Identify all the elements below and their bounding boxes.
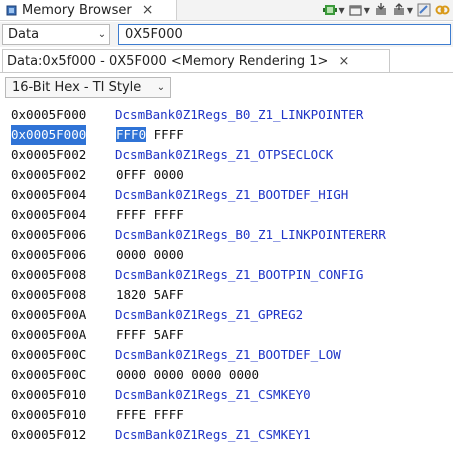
memory-values: FFFF FFFF (116, 205, 184, 225)
memory-cell[interactable]: 0000 (116, 367, 147, 382)
memory-data-row[interactable]: 0x0005F004 FFFF FFFF (0, 205, 453, 225)
row-address: 0x0005F000 (11, 107, 87, 122)
rendering-tab-label: Data:0x5f000 - 0X5F000 <Memory Rendering… (7, 53, 329, 69)
row-address: 0x0005F006 (11, 247, 87, 262)
tab-divider (0, 72, 453, 73)
memory-cell[interactable]: 0000 (228, 367, 260, 382)
memory-values: FFFF 5AFF (116, 325, 184, 345)
memory-data-row[interactable]: 0x0005F00C 0000 0000 0000 0000 (0, 365, 453, 385)
symbol-label: DcsmBank0Z1Regs_Z1_CSMKEY0 (115, 387, 311, 402)
symbol-row[interactable]: 0x0005F008 DcsmBank0Z1Regs_Z1_BOOTPIN_CON… (0, 265, 453, 285)
chevron-down-icon[interactable]: ⌄ (97, 29, 107, 40)
memory-data-row[interactable]: 0x0005F002 0FFF 0000 (0, 165, 453, 185)
memory-data-row[interactable]: 0x0005F000 FFF0 FFFF (0, 125, 453, 145)
memory-cell[interactable]: 5AFF (153, 287, 184, 302)
format-select[interactable]: 16-Bit Hex - TI Style ⌄ (5, 77, 171, 98)
row-address: 0x0005F000 (11, 125, 87, 145)
memory-browser-view-tab[interactable]: Memory Browser × (0, 0, 177, 20)
memory-values: 0000 0000 0000 0000 (116, 365, 259, 385)
address-input[interactable] (118, 24, 451, 45)
symbol-label: DcsmBank0Z1Regs_B0_Z1_LINKPOINTERERR (115, 227, 386, 242)
memory-cell[interactable]: FFFF (153, 207, 184, 222)
memory-values: 0FFF 0000 (116, 165, 184, 185)
memory-rendering-tab[interactable]: Data:0x5f000 - 0X5F000 <Memory Rendering… (2, 49, 390, 72)
symbol-row[interactable]: 0x0005F000 DcsmBank0Z1Regs_B0_Z1_LINKPOIN… (0, 105, 453, 125)
view-toolbar: ▼ ▼ ▼ (322, 1, 453, 19)
symbol-label: DcsmBank0Z1Regs_Z1_GPREG2 (115, 307, 304, 322)
row-address: 0x0005F00C (11, 367, 87, 382)
symbol-row[interactable]: 0x0005F004 DcsmBank0Z1Regs_Z1_BOOTDEF_HIG… (0, 185, 453, 205)
export-icon[interactable]: ▼ (392, 3, 413, 17)
memory-cell[interactable]: 0000 (153, 167, 184, 182)
memory-cell[interactable]: FFF0 (116, 127, 147, 142)
row-address: 0x0005F010 (11, 387, 87, 402)
chevron-down-icon[interactable]: ⌄ (156, 82, 166, 93)
row-address: 0x0005F004 (11, 187, 87, 202)
memory-data-row[interactable]: 0x0005F010 FFFE FFFF (0, 405, 453, 425)
row-address: 0x0005F004 (11, 207, 87, 222)
row-address: 0x0005F012 (11, 427, 87, 442)
symbol-row[interactable]: 0x0005F00C DcsmBank0Z1Regs_Z1_BOOTDEF_LOW (0, 345, 453, 365)
symbol-row[interactable]: 0x0005F00A DcsmBank0Z1Regs_Z1_GPREG2 (0, 305, 453, 325)
symbol-row[interactable]: 0x0005F010 DcsmBank0Z1Regs_Z1_CSMKEY0 (0, 385, 453, 405)
symbol-row[interactable]: 0x0005F006 DcsmBank0Z1Regs_B0_Z1_LINKPOIN… (0, 225, 453, 245)
address-bar: Data ⌄ (0, 22, 453, 47)
memory-cell[interactable]: FFFF (116, 207, 147, 222)
symbol-label: DcsmBank0Z1Regs_Z1_OTPSECLOCK (115, 147, 334, 162)
memory-cell[interactable]: 5AFF (153, 327, 184, 342)
memory-cell[interactable]: FFFF (153, 407, 184, 422)
row-address: 0x0005F002 (11, 147, 87, 162)
memory-cell[interactable]: 0FFF (116, 167, 147, 182)
format-value: 16-Bit Hex - TI Style (12, 80, 142, 95)
memory-page-select[interactable]: Data ⌄ (2, 24, 110, 45)
close-rendering-icon[interactable]: × (338, 53, 350, 69)
symbol-label: DcsmBank0Z1Regs_Z1_CSMKEY1 (115, 427, 311, 442)
symbol-label: DcsmBank0Z1Regs_B0_Z1_LINKPOINTER (115, 107, 364, 122)
row-address: 0x0005F002 (11, 167, 87, 182)
memory-page-value: Data (8, 27, 40, 42)
symbol-label: DcsmBank0Z1Regs_Z1_BOOTPIN_CONFIG (115, 267, 364, 282)
link-icon[interactable] (435, 3, 450, 17)
memory-cell[interactable]: 1820 (116, 287, 147, 302)
symbol-label: DcsmBank0Z1Regs_Z1_BOOTDEF_LOW (115, 347, 341, 362)
memory-data-row[interactable]: 0x0005F006 0000 0000 (0, 245, 453, 265)
memory-values: 0000 0000 (116, 245, 184, 265)
memory-cell[interactable]: 0000 (116, 247, 147, 262)
memory-cell[interactable]: FFFE (116, 407, 147, 422)
row-address: 0x0005F010 (11, 407, 87, 422)
memory-cell[interactable]: FFFF (116, 327, 147, 342)
close-view-icon[interactable]: × (141, 2, 154, 18)
symbol-label: DcsmBank0Z1Regs_Z1_BOOTDEF_HIGH (115, 187, 349, 202)
memory-values: FFF0 FFFF (116, 125, 184, 145)
memory-values: 1820 5AFF (116, 285, 184, 305)
memory-values: FFFE FFFF (116, 405, 184, 425)
memory-data-row[interactable]: 0x0005F00A FFFF 5AFF (0, 325, 453, 345)
row-address: 0x0005F008 (11, 287, 87, 302)
row-address: 0x0005F00A (11, 307, 87, 322)
row-address: 0x0005F008 (11, 267, 87, 282)
settings-icon[interactable] (417, 3, 431, 17)
view-header: Memory Browser × ▼ ▼ ▼ (0, 0, 453, 21)
memory-cell[interactable]: FFFF (153, 127, 184, 142)
refresh-icon[interactable]: ▼ (322, 3, 345, 17)
memory-chip-icon (6, 5, 17, 15)
memory-cell[interactable]: 0000 (191, 367, 222, 382)
row-address: 0x0005F006 (11, 227, 87, 242)
memory-cell[interactable]: 0000 (153, 367, 184, 382)
view-title: Memory Browser (22, 2, 132, 18)
new-tab-icon[interactable]: ▼ (349, 3, 370, 17)
symbol-row[interactable]: 0x0005F002 DcsmBank0Z1Regs_Z1_OTPSECLOCK (0, 145, 453, 165)
symbol-row[interactable]: 0x0005F012 DcsmBank0Z1Regs_Z1_CSMKEY1 (0, 425, 453, 445)
row-address: 0x0005F00C (11, 347, 87, 362)
import-icon[interactable] (374, 3, 388, 17)
memory-data-row[interactable]: 0x0005F008 1820 5AFF (0, 285, 453, 305)
memory-cell[interactable]: 0000 (153, 247, 184, 262)
row-address: 0x0005F00A (11, 327, 87, 342)
